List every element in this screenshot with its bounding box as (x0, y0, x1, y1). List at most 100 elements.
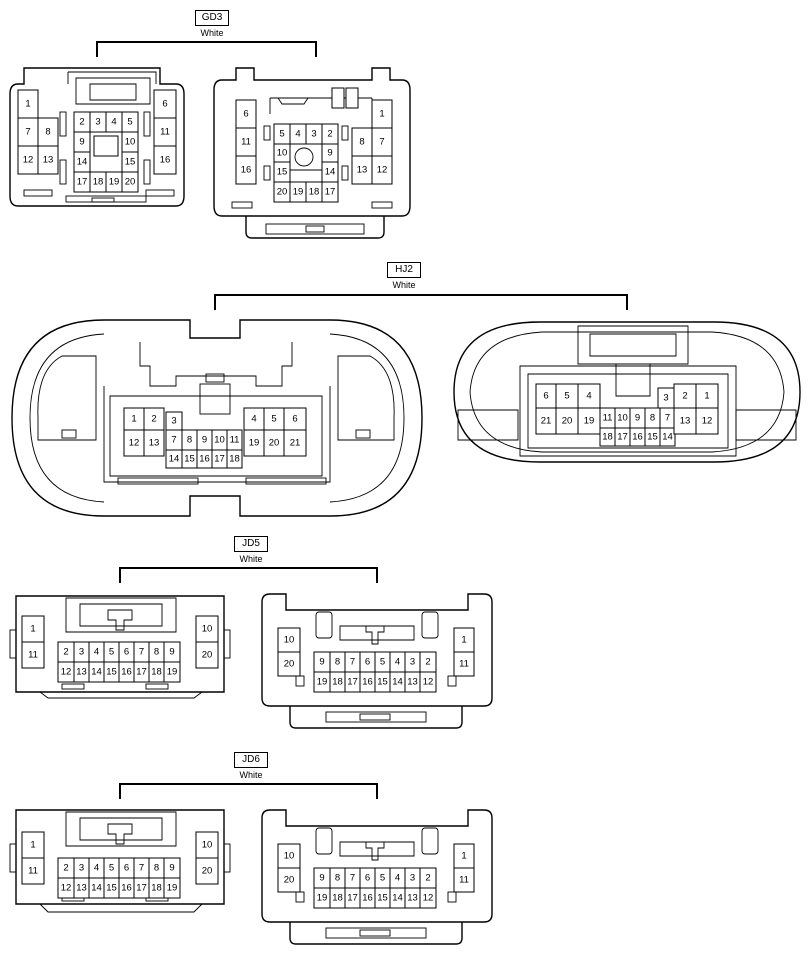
pin-label: 7 (665, 413, 670, 424)
pin-label: 18 (229, 454, 240, 465)
hj2-a-pins: 1 2 3 12 13 7 8 9 10 11 14 15 16 17 18 4… (123, 407, 307, 469)
pin-label: 2 (682, 391, 687, 402)
pin-label: 3 (79, 647, 84, 658)
pin-label: 5 (109, 863, 114, 874)
pin-label: 17 (325, 187, 336, 198)
pin-label: 12 (129, 438, 140, 449)
pin-label: 2 (63, 647, 68, 658)
pin-label: 7 (379, 137, 384, 148)
pin-label: 21 (290, 438, 301, 449)
pin-label: 20 (125, 177, 136, 188)
connector-color-hj2: White (392, 280, 416, 290)
pin-label: 15 (377, 893, 388, 904)
pin-label: 10 (284, 635, 295, 646)
pin-label: 17 (617, 432, 628, 443)
pin-label: 13 (357, 165, 368, 176)
pin-label: 19 (109, 177, 120, 188)
pin-label: 11 (459, 875, 469, 886)
pin-label: 19 (167, 667, 178, 678)
pin-label: 9 (327, 148, 332, 159)
jd5-b-pins: 10 20 9 8 7 6 5 4 3 2 19 18 17 16 15 14 … (277, 627, 475, 693)
pin-label: 7 (350, 873, 355, 884)
pin-label: 9 (319, 657, 324, 668)
pin-label: 18 (602, 432, 613, 443)
hj2-b-pins: 6 5 4 21 20 19 11 10 9 8 7 18 17 16 15 1… (535, 383, 719, 447)
pin-label: 17 (136, 883, 147, 894)
pin-label: 17 (136, 667, 147, 678)
connector-tag-hj2: HJ2 (387, 262, 421, 278)
jd6-a-housing (9, 809, 231, 913)
pin-label: 15 (125, 157, 136, 168)
hj2-b-housing (453, 321, 801, 463)
pin-label: 11 (459, 659, 469, 670)
pin-label: 12 (61, 883, 72, 894)
pin-label: 2 (425, 657, 430, 668)
pin-label: 12 (377, 165, 388, 176)
connector-tag-gd3: GD3 (195, 10, 229, 26)
pin-label: 12 (61, 667, 72, 678)
pin-label: 4 (395, 657, 400, 668)
pin-label: 15 (106, 883, 117, 894)
pin-label: 19 (317, 677, 328, 688)
pin-label: 9 (169, 647, 174, 658)
pin-label: 20 (284, 659, 295, 670)
pin-label: 18 (309, 187, 320, 198)
pin-label: 10 (617, 413, 628, 424)
pin-label: 17 (214, 454, 225, 465)
pin-label: 21 (541, 416, 552, 427)
pin-label: 13 (407, 893, 418, 904)
pin-label: 6 (365, 873, 370, 884)
connector-color-gd3: White (200, 28, 224, 38)
pin-label: 20 (284, 875, 295, 886)
pin-label: 14 (662, 432, 673, 443)
pin-label: 20 (269, 438, 280, 449)
pin-label: 10 (284, 851, 295, 862)
pin-label: 8 (187, 435, 192, 446)
jd6-b-pins: 10 20 9 8 7 6 5 4 3 2 19 18 17 16 15 14 … (277, 843, 475, 909)
pin-label: 17 (347, 677, 358, 688)
pin-label: 8 (45, 127, 50, 138)
gd3-b-pins: 6 11 16 5 4 3 2 10 9 15 14 20 19 18 17 1… (235, 99, 393, 203)
pin-label: 1 (379, 109, 384, 120)
pin-label: 13 (407, 677, 418, 688)
connector-bracket-hj2 (214, 294, 628, 310)
jd5-a-housing (9, 595, 231, 699)
pin-label: 19 (167, 883, 178, 894)
pin-label: 2 (63, 863, 68, 874)
pin-label: 15 (647, 432, 658, 443)
pin-label: 15 (377, 677, 388, 688)
jd6-b-housing (261, 809, 493, 945)
pin-label: 2 (327, 129, 332, 140)
pin-label: 8 (154, 863, 159, 874)
pin-label: 4 (395, 873, 400, 884)
pin-label: 10 (277, 148, 288, 159)
pin-label: 6 (292, 414, 297, 425)
pin-label: 1 (131, 414, 136, 425)
pin-label: 4 (295, 129, 300, 140)
pin-label: 8 (359, 137, 364, 148)
pin-label: 5 (380, 873, 385, 884)
jd6-a-pins: 1 11 2 3 4 5 6 7 8 9 12 13 14 15 16 17 1… (21, 831, 219, 899)
pin-label: 19 (584, 416, 595, 427)
pin-label: 16 (121, 667, 132, 678)
pin-label: 6 (162, 99, 167, 110)
pin-label: 16 (199, 454, 210, 465)
pin-label: 18 (93, 177, 104, 188)
pin-label: 7 (139, 863, 144, 874)
pin-label: 11 (603, 413, 613, 424)
pin-label: 6 (365, 657, 370, 668)
pin-label: 11 (230, 435, 240, 446)
pin-label: 2 (151, 414, 156, 425)
pin-label: 18 (151, 667, 162, 678)
pin-label: 19 (317, 893, 328, 904)
pin-label: 1 (704, 391, 709, 402)
pin-label: 20 (202, 650, 213, 661)
connector-tag-jd6: JD6 (234, 752, 268, 768)
pin-label: 10 (202, 840, 213, 851)
pin-label: 3 (171, 416, 176, 427)
pin-label: 3 (79, 863, 84, 874)
pin-label: 12 (423, 677, 434, 688)
gd3-a-pins: 1 7 8 12 13 2 3 4 5 9 10 14 15 17 18 19 … (17, 89, 177, 193)
